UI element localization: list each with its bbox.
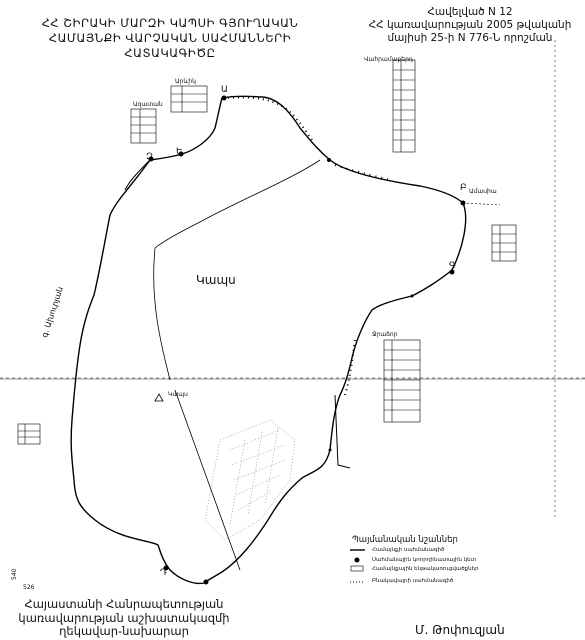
neighbor-label-arevik: Արևիկ (175, 78, 196, 85)
coordinate-table-5 (383, 339, 421, 423)
dotted-segment-north (227, 96, 313, 141)
legend-title: Պայմանական նշաններ (352, 535, 458, 545)
coordinate-table-3 (392, 59, 416, 153)
point-label-e: Ե (176, 147, 183, 157)
legend-item-infrastructure: Համայնքային ենթակառուցվածքներ (372, 566, 479, 572)
village-marker-label: Կապս (168, 391, 188, 398)
external-line (334, 394, 351, 469)
point-label-b: Բ (460, 183, 467, 193)
point-label-d: Դ (160, 568, 167, 578)
margin-number-1: 540 (11, 568, 18, 580)
vertex-markers (148, 95, 466, 585)
legend-item-boundary: Համայնքի սահմանագիծ (372, 547, 445, 553)
community-boundary (70, 95, 467, 585)
point-label-g: Գ (449, 261, 456, 271)
neighbor-label-amasia: Ամասիա (469, 188, 497, 195)
legend-item-point: Սահմանային կոորդինատային կետ (372, 557, 476, 563)
internal-road (153, 159, 321, 381)
coordinate-table-4 (491, 224, 517, 262)
triangle-marker-icon (154, 393, 164, 402)
legend-item-settlement: Բնակավայրի սահմանագիծ (372, 578, 454, 584)
settlement-area (204, 419, 296, 541)
community-label: Կապս (196, 273, 236, 287)
neighbor-label-jradzor: Ջրաձոր (372, 331, 398, 338)
point-label-z: Զ (146, 152, 153, 162)
road-diagonal (174, 389, 241, 571)
external-line-3 (462, 202, 501, 206)
neighbor-label-vahramaberd: Վահրամաբերդ (364, 56, 413, 63)
coordinate-table-1 (130, 108, 157, 144)
margin-number-2: 526 (23, 584, 35, 591)
coordinate-table-2 (170, 85, 208, 113)
authority-block: Հայաստանի Հանրապետության կառավարության ա… (18, 597, 230, 638)
external-line-2 (124, 159, 151, 191)
map-title: ՀՀ ՇԻՐԱԿԻ ՄԱՐԶԻ ԿԱՊՍԻ ԳՅՈՒՂԱԿԱՆ ՀԱՄԱՅՆՔԻ… (41, 16, 299, 60)
signature-name: Մ. Թոփուզյան (415, 623, 505, 637)
point-label-a: Ա (221, 85, 228, 95)
neighbor-label-azatan: Ազատան (133, 101, 163, 108)
coordinate-table-6 (17, 423, 41, 445)
annex-reference: Հավելված N 12 ՀՀ կառավարության 2005 թվակ… (368, 6, 572, 44)
legend-symbols (350, 549, 365, 583)
